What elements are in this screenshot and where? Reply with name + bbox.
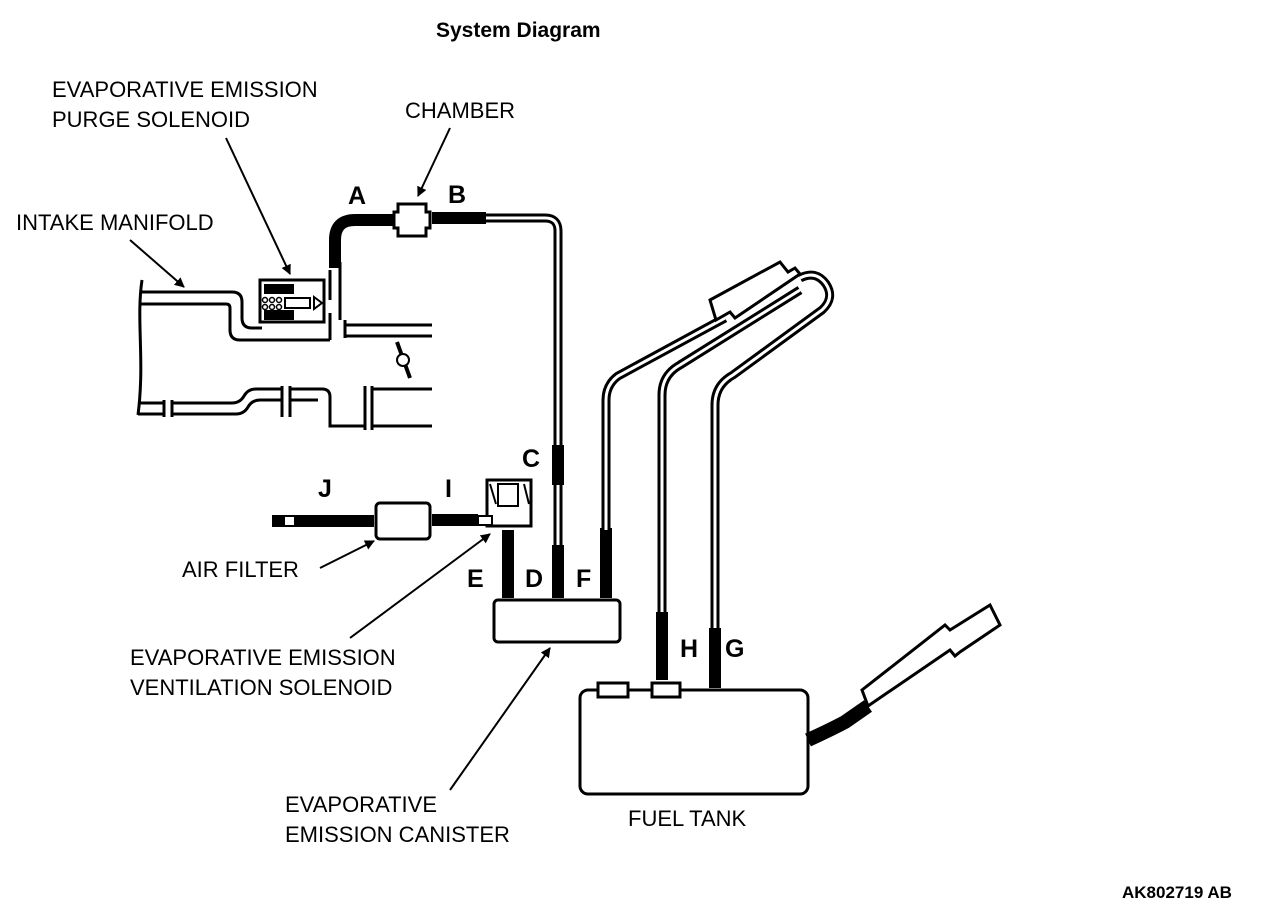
ventilation-solenoid [477,478,533,528]
hose-label-h: H [680,635,698,663]
purge-solenoid-label-1: EVAPORATIVE EMISSION [52,77,318,102]
line-b-to-c [486,213,563,448]
hose-label-c: C [522,445,540,473]
hose-label-d: D [525,565,543,593]
hose-label-b: B [448,181,466,209]
filler-neck-upper [657,260,835,630]
air-filter [374,501,432,541]
canister [492,598,622,644]
fuel-tank [578,602,1002,796]
fuel-tank-label: FUEL TANK [628,806,747,831]
ventilation-solenoid-label-2: VENTILATION SOLENOID [130,675,392,700]
hose-label-j: J [318,475,332,503]
hose-label-a: A [348,182,366,210]
purge-solenoid [258,262,342,324]
canister-label-1: EVAPORATIVE [285,792,437,817]
canister-label-2: EMISSION CANISTER [285,822,510,847]
intake-manifold-label: INTAKE MANIFOLD [16,210,214,235]
ventilation-solenoid-label-1: EVAPORATIVE EMISSION [130,645,396,670]
chamber [392,202,432,238]
hose-a [329,214,395,268]
hose-label-e: E [467,565,484,593]
figure-code: AK802719 AB [1122,883,1232,902]
intake-manifold [136,279,432,430]
purge-solenoid-label-2: PURGE SOLENOID [52,107,250,132]
hose-label-f: F [576,565,591,593]
hose-label-g: G [725,635,744,663]
air-filter-label: AIR FILTER [182,557,299,582]
diagram-title: System Diagram [436,19,601,42]
chamber-label: CHAMBER [405,98,515,123]
hose-label-i: I [445,475,452,503]
